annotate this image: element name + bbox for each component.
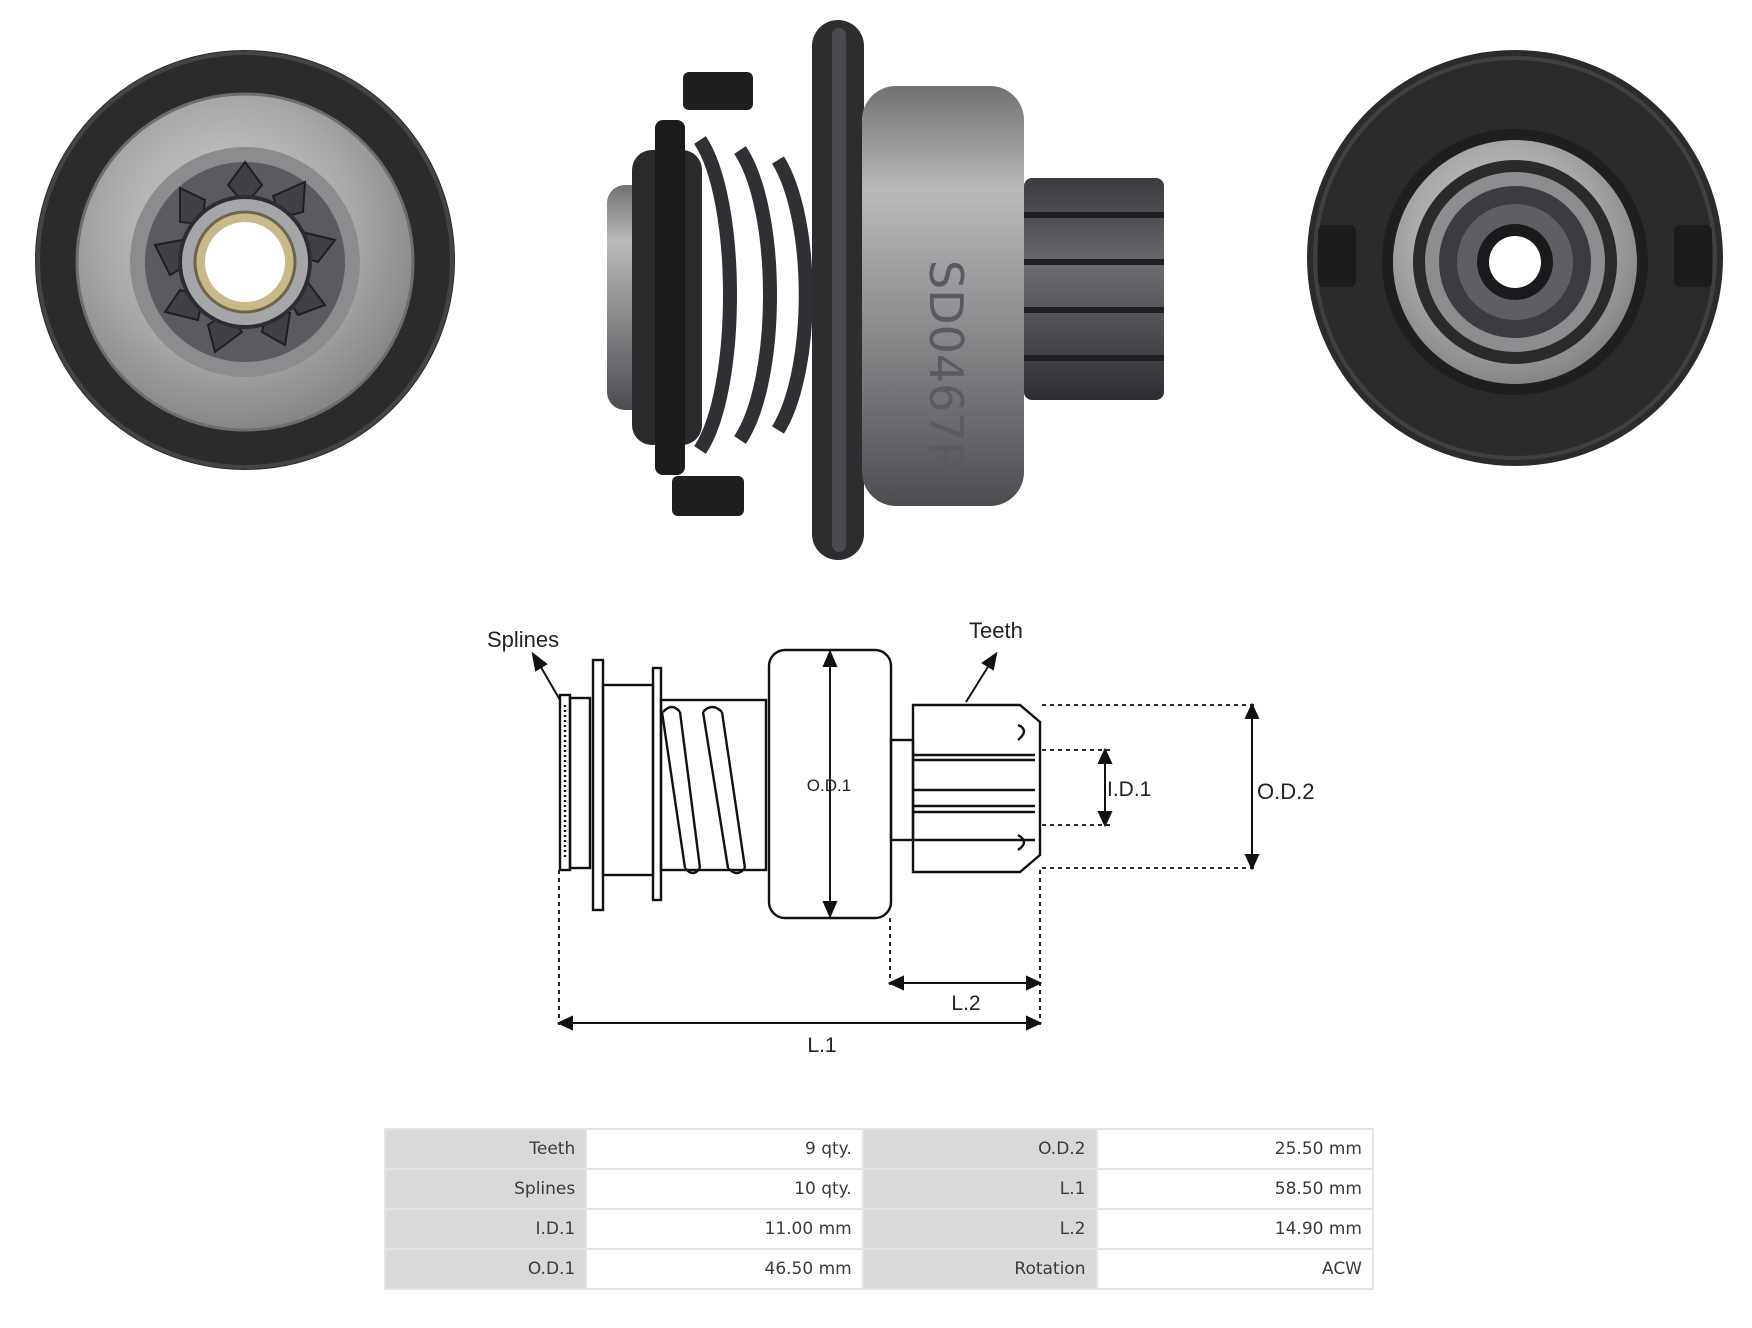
extension-lines (558, 704, 1258, 1025)
spec-key: L.2 (863, 1210, 1096, 1248)
specifications-table: Teeth 9 qty. O.D.2 25.50 mm Splines 10 q… (384, 1128, 1374, 1290)
spec-key: O.D.2 (863, 1130, 1096, 1168)
rear-view-photo (1307, 50, 1723, 466)
spec-key: Teeth (386, 1130, 586, 1168)
table-row: Teeth 9 qty. O.D.2 25.50 mm (386, 1130, 1372, 1168)
spec-key: Rotation (863, 1250, 1096, 1288)
teeth-label: Teeth (969, 618, 1023, 643)
spec-value: 11.00 mm (587, 1210, 862, 1248)
table-row: I.D.1 11.00 mm L.2 14.90 mm (386, 1210, 1372, 1248)
spec-key: I.D.1 (386, 1210, 586, 1248)
side-view-photo: SD0467P (607, 20, 1164, 560)
spec-value: 58.50 mm (1097, 1170, 1372, 1208)
od2-label: O.D.2 (1257, 779, 1314, 804)
od1-label: O.D.1 (807, 776, 851, 795)
splines-label: Splines (487, 627, 559, 652)
id1-label: I.D.1 (1107, 778, 1151, 801)
spec-key: Splines (386, 1170, 586, 1208)
spec-key: O.D.1 (386, 1250, 586, 1288)
spec-value: 10 qty. (587, 1170, 862, 1208)
spec-value: ACW (1097, 1250, 1372, 1288)
svg-text:SD0467P: SD0467P (919, 260, 973, 469)
dimension-diagram: Splines Teeth O.D.1 I.D.1 O.D.2 L.2 L.1 (487, 618, 1314, 1057)
spec-value: 14.90 mm (1097, 1210, 1372, 1248)
table-row: O.D.1 46.50 mm Rotation ACW (386, 1250, 1372, 1288)
spec-key: L.1 (863, 1170, 1096, 1208)
spec-value: 9 qty. (587, 1130, 862, 1168)
spec-value: 46.50 mm (587, 1250, 862, 1288)
spec-value: 25.50 mm (1097, 1130, 1372, 1168)
dimension-arrows (531, 649, 1260, 1031)
product-photos: SD0467P (35, 20, 1723, 560)
front-view-photo (35, 50, 455, 470)
drive-outline (558, 648, 1042, 920)
table-row: Splines 10 qty. L.1 58.50 mm (386, 1170, 1372, 1208)
l2-label: L.2 (951, 992, 980, 1015)
l1-label: L.1 (807, 1034, 836, 1057)
